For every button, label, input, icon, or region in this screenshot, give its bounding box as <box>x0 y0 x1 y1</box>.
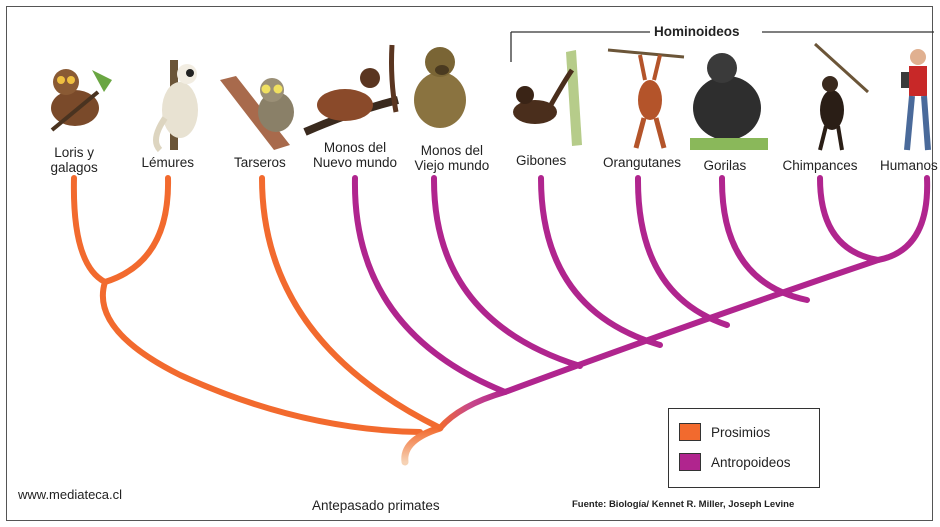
lemur-photo-icon <box>156 60 198 150</box>
loris-galago-photo-icon <box>51 69 112 130</box>
gorilla-photo-icon <box>690 53 768 150</box>
branch-gibones <box>541 178 660 345</box>
taxon-label-l-mures: Lémures <box>142 155 195 170</box>
branch-gorilas <box>722 178 807 300</box>
legend-label-prosimios: Prosimios <box>711 425 770 440</box>
new-world-monkey-photo-icon <box>305 45 398 132</box>
taxon-label-gibones: Gibones <box>516 153 566 168</box>
taxon-label-humanos: Humanos <box>880 158 938 173</box>
legend-item-antropoideos: Antropoideos <box>679 453 791 471</box>
website-credit: www.mediateca.cl <box>18 487 122 502</box>
taxon-label-line: Gorilas <box>704 158 747 173</box>
legend-item-prosimios: Prosimios <box>679 423 770 441</box>
taxon-label-line: Monos del <box>415 143 490 158</box>
chimpanzee-photo-icon <box>815 44 868 150</box>
branch-lemures <box>105 178 168 282</box>
orangutan-photo-icon <box>608 50 684 148</box>
taxon-label-line: Tarseros <box>234 155 286 170</box>
branch-anthropoid-stem <box>440 392 505 428</box>
branch-anthropoid-spine <box>505 260 878 392</box>
legend-swatch-prosimios <box>679 423 701 441</box>
legend: Prosimios Antropoideos <box>668 408 820 488</box>
taxon-label-line: Humanos <box>880 158 938 173</box>
branch-monos-viejo-mundo <box>434 178 580 366</box>
old-world-monkey-photo-icon <box>414 47 466 128</box>
branch-monos-nuevo-mundo <box>355 178 505 392</box>
taxon-label-line: Monos del <box>313 140 397 155</box>
taxon-label-tarseros: Tarseros <box>234 155 286 170</box>
branch-humanos <box>878 178 927 260</box>
branch-strepsirrhini <box>103 282 420 432</box>
legend-label-antropoideos: Antropoideos <box>711 455 791 470</box>
branch-orangutanes <box>638 178 727 325</box>
taxon-label-gorilas: Gorilas <box>704 158 747 173</box>
taxon-label-line: Lémures <box>142 155 195 170</box>
taxon-label-line: Nuevo mundo <box>313 155 397 170</box>
branch-chimpances <box>820 178 878 260</box>
taxon-label-line: Loris y <box>51 145 98 160</box>
clade-label-hominoideos: Hominoideos <box>650 24 744 39</box>
taxon-label-chimpances: Chimpances <box>783 158 858 173</box>
taxon-label-line: Chimpances <box>783 158 858 173</box>
taxon-label-line: Viejo mundo <box>415 158 490 173</box>
legend-swatch-antropoideos <box>679 453 701 471</box>
root-label: Antepasado primates <box>312 498 440 513</box>
taxon-label-line: Gibones <box>516 153 566 168</box>
taxon-label-orangutanes: Orangutanes <box>603 155 681 170</box>
taxon-label-line: Orangutanes <box>603 155 681 170</box>
branch-loris-galagos <box>74 178 105 282</box>
gibbon-photo-icon <box>513 50 582 146</box>
taxon-label-line: galagos <box>51 160 98 175</box>
source-credit: Fuente: Biología/ Kennet R. Miller, Jose… <box>572 499 794 510</box>
branch-tarseros <box>262 178 440 428</box>
tarsier-photo-icon <box>220 76 294 150</box>
human-photo-icon <box>901 49 928 150</box>
